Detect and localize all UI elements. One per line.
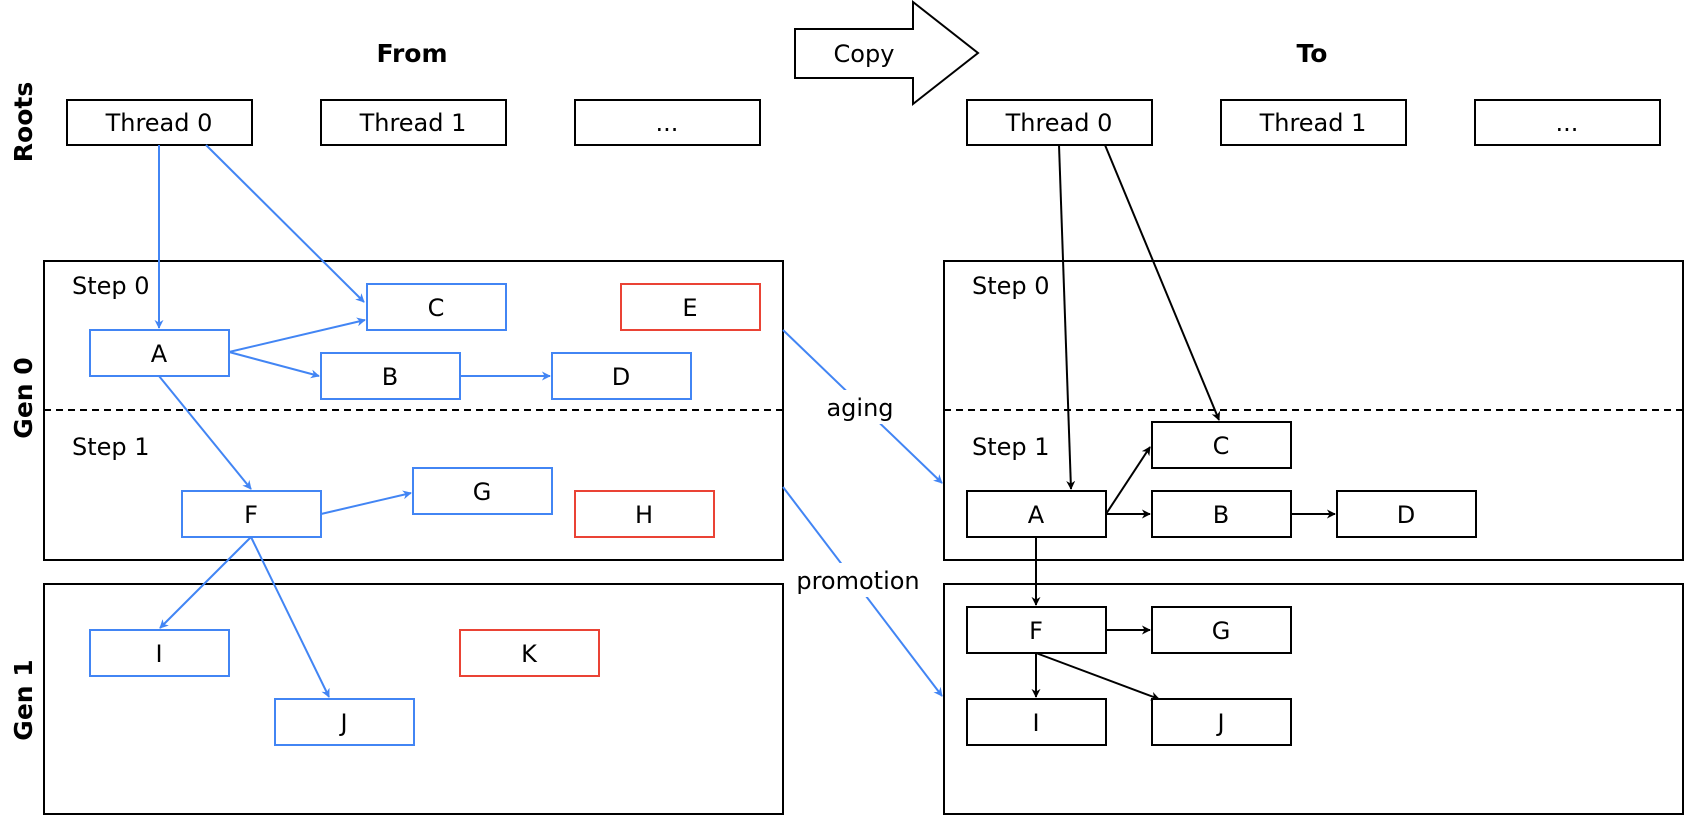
svg-text:E: E: [682, 294, 697, 322]
ref-f-g: [320, 490, 412, 515]
svg-text:J: J: [338, 709, 347, 737]
to-root-thread-0: Thread 0: [966, 99, 1153, 146]
from-object-e: E: [620, 283, 761, 331]
ref-f-i: [159, 536, 252, 629]
svg-text:Thread 1: Thread 1: [1259, 109, 1367, 137]
from-gen1-box: [43, 583, 784, 815]
ref-to-a-c: [1105, 446, 1151, 515]
to-object-g: G: [1151, 606, 1292, 654]
ref-f-j: [250, 536, 330, 698]
svg-text:J: J: [1215, 709, 1224, 737]
svg-text:Thread 1: Thread 1: [359, 109, 467, 137]
ref-a-b: [228, 351, 320, 379]
from-object-j: J: [274, 698, 415, 746]
svg-text:C: C: [1213, 432, 1230, 460]
svg-text:G: G: [1212, 617, 1231, 645]
svg-text:A: A: [1028, 501, 1045, 529]
svg-text:B: B: [1213, 501, 1229, 529]
to-header: To: [1297, 39, 1328, 68]
svg-text:A: A: [151, 340, 168, 368]
ref-to-thread0-c: [1104, 144, 1221, 421]
from-root-thread-0: Thread 0: [66, 99, 253, 146]
svg-text:G: G: [473, 478, 492, 506]
ref-to-f-j: [1035, 652, 1160, 701]
ref-a-f: [158, 375, 252, 490]
to-step1-label: Step 1: [972, 433, 1050, 461]
from-object-f: F: [181, 490, 322, 538]
to-object-c: C: [1151, 421, 1292, 469]
roots-row-label: Roots: [9, 82, 38, 162]
ref-a-c: [228, 317, 366, 353]
gen1-row-label: Gen 1: [9, 659, 38, 740]
to-object-j: J: [1151, 698, 1292, 746]
svg-text:K: K: [521, 640, 538, 668]
svg-text:C: C: [428, 294, 445, 322]
to-object-a: A: [966, 490, 1107, 538]
svg-text:I: I: [155, 640, 162, 668]
copy-arrow: Copy: [794, 0, 980, 107]
svg-text:B: B: [382, 363, 398, 391]
svg-text:...: ...: [656, 109, 679, 137]
svg-text:...: ...: [1556, 109, 1579, 137]
from-object-d: D: [551, 352, 692, 400]
svg-text:D: D: [1397, 501, 1415, 529]
to-object-f: F: [966, 606, 1107, 654]
ref-thread0-c: [205, 144, 365, 303]
ref-to-thread0-a: [1058, 144, 1076, 490]
from-object-g: G: [412, 467, 553, 515]
svg-text:F: F: [1029, 617, 1043, 645]
to-references: [1031, 144, 1336, 701]
svg-text:D: D: [612, 363, 630, 391]
from-object-h: H: [574, 490, 715, 538]
to-root-ellipsis: ...: [1474, 99, 1661, 146]
from-object-i: I: [89, 629, 230, 677]
svg-text:H: H: [635, 501, 653, 529]
from-root-ellipsis: ...: [574, 99, 761, 146]
aging-label-bg: [822, 390, 898, 424]
aging-label: aging: [826, 394, 893, 422]
to-gen1-box: [943, 583, 1684, 815]
to-object-i: I: [966, 698, 1107, 746]
svg-text:Thread 0: Thread 0: [105, 109, 213, 137]
promotion-label-bg: [788, 563, 928, 597]
to-root-thread-1: Thread 1: [1220, 99, 1407, 146]
from-object-b: B: [320, 352, 461, 400]
copy-label: Copy: [834, 40, 895, 68]
svg-text:I: I: [1032, 709, 1039, 737]
from-header: From: [376, 39, 447, 68]
from-step0-label: Step 0: [72, 272, 150, 300]
svg-text:F: F: [244, 501, 258, 529]
from-object-a: A: [89, 329, 230, 377]
from-root-thread-1: Thread 1: [320, 99, 507, 146]
from-object-k: K: [459, 629, 600, 677]
to-object-d: D: [1336, 490, 1477, 538]
from-step1-label: Step 1: [72, 433, 150, 461]
svg-text:Thread 0: Thread 0: [1005, 109, 1113, 137]
gen0-row-label: Gen 0: [9, 357, 38, 438]
to-step0-label: Step 0: [972, 272, 1050, 300]
from-object-c: C: [366, 283, 507, 331]
to-object-b: B: [1151, 490, 1292, 538]
promotion-label: promotion: [796, 567, 919, 595]
